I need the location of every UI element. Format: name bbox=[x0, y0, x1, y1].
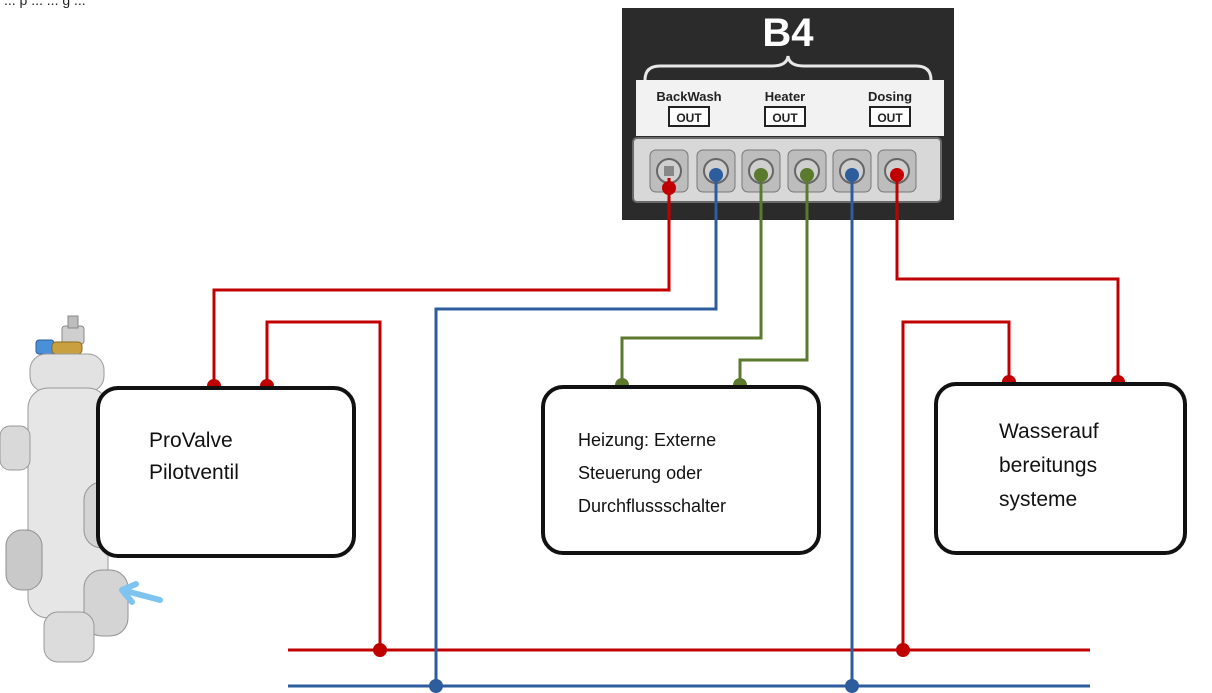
terminal-group-heater: Heater OUT bbox=[764, 89, 806, 127]
heizung-line-1: Heizung: Externe bbox=[578, 430, 717, 450]
terminal-brace bbox=[643, 55, 933, 81]
dot-blue-terminal-2 bbox=[845, 168, 859, 182]
wasser-line-1: Wasserauf bbox=[999, 420, 1099, 443]
dot-red-dosing-terminal bbox=[890, 168, 904, 182]
out-box-dosing bbox=[869, 106, 911, 127]
heizung-label: Heizung: Externe Steuerung oder Durchflu… bbox=[578, 424, 726, 523]
provalve-line-1: ProValve bbox=[149, 429, 233, 452]
group-name-dosing: Dosing bbox=[868, 89, 912, 104]
terminal-block-title: B4 bbox=[762, 11, 814, 55]
dot-blue-terminal-1 bbox=[709, 168, 723, 182]
dot-red-bus-1 bbox=[373, 643, 387, 657]
out-label-backwash: OUT bbox=[676, 111, 702, 125]
out-label-heater: OUT bbox=[772, 111, 798, 125]
terminal-screw-1 bbox=[649, 149, 689, 193]
dot-green-terminal-2 bbox=[800, 168, 814, 182]
dot-blue-bus-2 bbox=[845, 679, 859, 693]
wasser-line-3: systeme bbox=[999, 488, 1078, 511]
group-name-backwash: BackWash bbox=[656, 89, 721, 104]
terminal-group-backwash: BackWash OUT bbox=[656, 89, 722, 127]
provalve-label: ProValve Pilotventil bbox=[149, 425, 239, 489]
out-box-backwash bbox=[668, 106, 710, 127]
terminal-group-dosing: Dosing OUT bbox=[868, 89, 912, 127]
wasser-box bbox=[934, 382, 1187, 555]
green-wires bbox=[620, 178, 809, 385]
dot-green-terminal-1 bbox=[754, 168, 768, 182]
heizung-box bbox=[541, 385, 821, 555]
dot-blue-bus-1 bbox=[429, 679, 443, 693]
heizung-line-2: Steuerung oder bbox=[578, 463, 703, 483]
dot-red-bus-2 bbox=[896, 643, 910, 657]
red-wires bbox=[212, 178, 1120, 652]
group-name-heater: Heater bbox=[765, 89, 805, 104]
heizung-line-3: Durchflussschalter bbox=[578, 496, 727, 516]
blue-wires bbox=[288, 178, 1090, 688]
out-box-heater bbox=[764, 106, 806, 127]
wasser-line-2: bereitungs bbox=[999, 454, 1098, 477]
dot-red-backwash-terminal bbox=[662, 181, 676, 195]
provalve-line-2: Pilotventil bbox=[149, 461, 239, 484]
provalve-box bbox=[96, 386, 356, 558]
out-label-dosing: OUT bbox=[877, 111, 903, 125]
header-text: ... p ... ... g ... bbox=[4, 0, 86, 8]
wasser-label: Wasserauf bereitungs systeme bbox=[999, 415, 1099, 517]
